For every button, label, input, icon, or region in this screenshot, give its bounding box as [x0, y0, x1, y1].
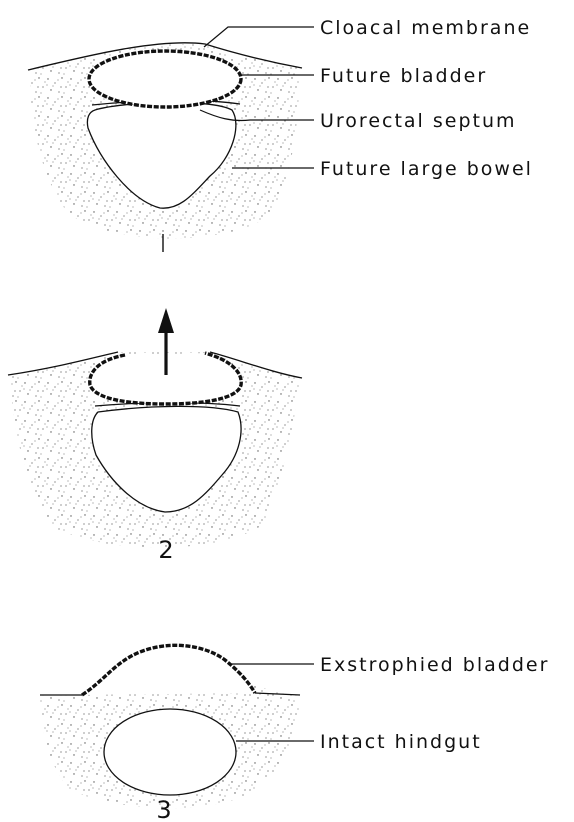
- leader-cloacal-membrane: [204, 27, 314, 47]
- stage-2-number: 2: [158, 536, 173, 564]
- label-cloacal-membrane: Cloacal membrane: [320, 17, 531, 39]
- stage-2: [8, 308, 302, 548]
- stage-3-exstrophied-bladder: [82, 645, 255, 695]
- stage-2-up-arrow-head: [158, 308, 174, 333]
- stage-3-intact-hindgut: [104, 709, 236, 795]
- stage-1-future-bladder: [89, 51, 241, 107]
- stage-3: [40, 645, 300, 808]
- label-urorectal-septum: Urorectal septum: [320, 110, 517, 132]
- stage-1: [28, 43, 302, 252]
- label-intact-hindgut: Intact hindgut: [320, 731, 482, 753]
- label-exstrophied-bladder: Exstrophied bladder: [320, 654, 549, 676]
- label-future-bladder: Future bladder: [320, 65, 487, 87]
- stage-3-number: 3: [156, 796, 171, 822]
- label-future-large-bowel: Future large bowel: [320, 158, 533, 180]
